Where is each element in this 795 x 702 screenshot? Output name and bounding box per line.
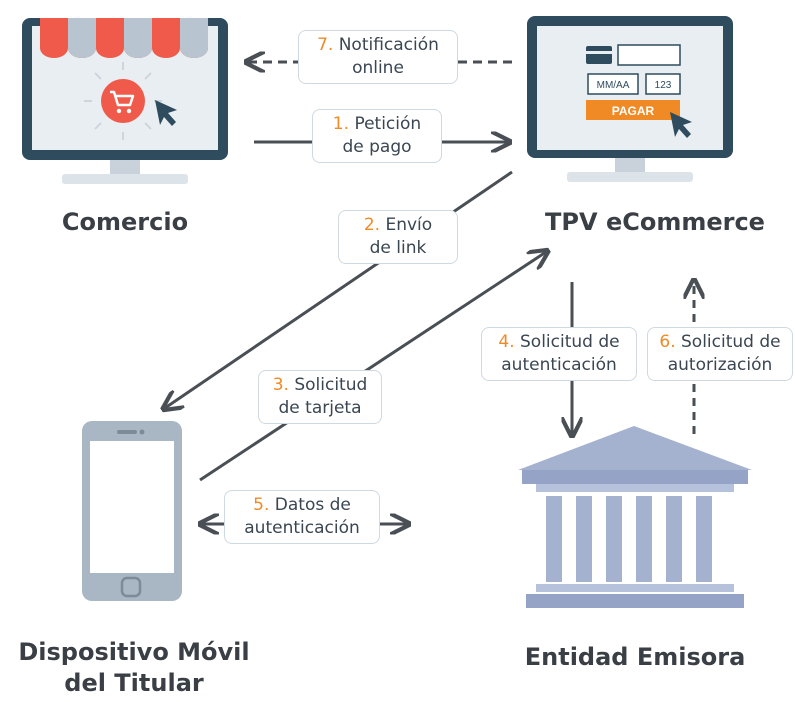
step-label: de link (369, 238, 427, 258)
pay-button-label: PAGAR (612, 104, 655, 118)
tpv-monitor-icon: MM/AA 123 PAGAR (527, 16, 733, 182)
step-5-box: 5. Datos de autenticación (224, 490, 380, 544)
step-1-box: 1. Petición de pago (312, 109, 442, 163)
dispositivo-label-line2: del Titular (64, 669, 204, 697)
step-3-box: 3. Solicitud de tarjeta (258, 370, 382, 424)
step-7-box: 7. Notificación online (298, 30, 458, 84)
cursor-icon (670, 112, 692, 138)
step-label: autenticación (244, 518, 360, 538)
step-number: 7. (317, 35, 334, 55)
step-number: 1. (332, 114, 350, 134)
arrow-step-3 (199, 252, 546, 482)
step-label: Solicitud (294, 375, 368, 395)
step-number: 6. (659, 332, 676, 352)
bank-building-icon (518, 426, 752, 608)
cvv-field: 123 (655, 80, 672, 91)
comercio-monitor-icon (22, 18, 228, 184)
step-number: 4. (498, 332, 515, 352)
step-label: autorización (667, 355, 773, 375)
step-number: 3. (272, 375, 289, 395)
step-label: Solicitud de (681, 332, 781, 352)
expiry-date-field: MM/AA (597, 80, 630, 91)
credit-card-icon (586, 46, 612, 64)
step-label: de pago (342, 137, 412, 157)
step-label: Solicitud de (520, 332, 620, 352)
step-label: Datos de (274, 495, 351, 515)
step-label: Notificación (338, 35, 439, 55)
step-number: 5. (253, 495, 270, 515)
shop-awning-icon (40, 18, 208, 58)
step-label: autenticación (501, 355, 617, 375)
shopping-cart-icon (84, 62, 162, 140)
step-label: online (352, 58, 404, 78)
step-label: Petición (354, 114, 422, 134)
step-label: de tarjeta (278, 398, 362, 418)
step-label: Envío (385, 215, 433, 235)
mobile-phone-icon (82, 421, 182, 601)
pay-button (586, 100, 680, 120)
step-4-box: 4. Solicitud de autenticación (481, 327, 637, 381)
step-6-box: 6. Solicitud de autorización (647, 327, 793, 381)
cursor-icon (155, 100, 177, 126)
entidad-label: Entidad Emisora (524, 643, 746, 671)
step-number: 2. (363, 215, 381, 235)
step-2-box: 2. Envío de link (338, 210, 458, 264)
tpv-label: TPV eCommerce (545, 208, 765, 236)
dispositivo-label-line1: Dispositivo Móvil (18, 638, 250, 666)
comercio-label: Comercio (61, 208, 189, 236)
